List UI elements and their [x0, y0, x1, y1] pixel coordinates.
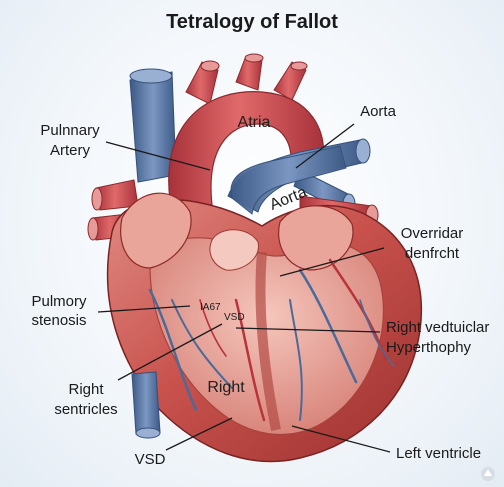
label-aorta-top: Aorta: [360, 103, 397, 120]
label-rv-hypertrophy-line1: Right vedtuiclar: [386, 319, 489, 336]
leader-lines: [97, 123, 391, 453]
label-pulmonary-stenosis-line1: Pulmory: [31, 293, 87, 310]
label-left-ventricle: Left ventricle: [396, 445, 481, 462]
label-rv-hypertrophy-line2: Hyperthophy: [386, 339, 472, 356]
label-overriding-line1: Overridar: [401, 225, 464, 242]
label-vsd-inner: VSD: [224, 312, 245, 323]
watermark-icon: [481, 467, 495, 481]
diagram-title: Tetralogy of Fallot: [166, 11, 338, 33]
heart-body: [106, 192, 422, 463]
label-pulmonary-artery: Pulnnary Artery: [40, 122, 100, 159]
inferior-vena-cava: [131, 371, 161, 439]
aorta-vessel: [230, 145, 347, 215]
label-small-tag: IA67: [200, 302, 221, 313]
label-rv-hypertrophy: Right vedtuiclar Hyperthophy: [386, 319, 489, 356]
label-overriding-line2: denfrcht: [405, 245, 460, 262]
label-vsd-bottom: VSD: [135, 451, 166, 468]
label-right-sentricles-line2: sentricles: [54, 401, 117, 418]
label-pulmonary-artery-line1: Pulnnary: [40, 122, 100, 139]
label-overriding: Overridar denfrcht: [401, 225, 464, 262]
label-pulmonary-artery-line2: Artery: [50, 142, 91, 159]
label-pulmonary-stenosis: Pulmory stenosis: [31, 293, 87, 329]
label-atria: Atria: [238, 114, 271, 131]
label-pulmonary-stenosis-line2: stenosis: [31, 312, 86, 329]
label-right-inner: Right: [207, 379, 245, 396]
label-right-sentricles: Right sentricles: [54, 381, 117, 418]
label-right-sentricles-line1: Right: [68, 381, 104, 398]
